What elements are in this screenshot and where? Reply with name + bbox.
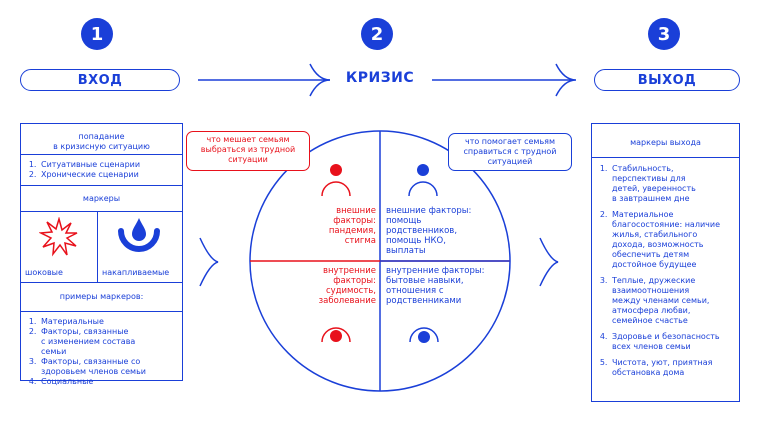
accum-label: накапливаемые [102, 268, 170, 277]
scenario-list: Ситуативные сценарии Хронические сценари… [25, 160, 178, 180]
help-callout: что помогает семьям справиться с трудной… [448, 133, 572, 171]
markers-title: маркеры [82, 194, 121, 203]
list-item: Факторы, связанные со здоровьем членов с… [39, 357, 178, 377]
divider [21, 211, 182, 212]
list-item: Социальные [39, 377, 178, 387]
quadrant-internal-positive: внутренние факторы: бытовые навыки, отно… [386, 266, 485, 306]
list-item: Материальные [39, 317, 178, 327]
shock-label: шоковые [25, 268, 63, 277]
list-item: Здоровье и безопасность всех членов семь… [610, 332, 737, 352]
list-item: Чистота, уют, приятная обстановка дома [610, 358, 737, 378]
blue-person-body [409, 327, 439, 343]
exit-panel: маркеры выхода Стабильность, перспективы… [591, 123, 740, 402]
quadrant-internal-negative: внутренние факторы: судимость, заболеван… [318, 266, 376, 306]
divider [21, 311, 182, 312]
drop-bowl-icon [118, 218, 160, 252]
list-item: Теплые, дружеские взаимоотношения между … [610, 276, 737, 326]
list-item: Факторы, связанные с изменением состава … [39, 327, 178, 357]
shock-cell: шоковые [21, 211, 98, 282]
burst-icon [39, 217, 78, 257]
red-person-body [321, 181, 351, 197]
exit-pill: ВЫХОД [594, 69, 740, 91]
red-person-head [330, 164, 342, 176]
quadrant-external-negative: внешние факторы: пандемия, стигма [328, 206, 376, 246]
divider [21, 282, 182, 283]
divider [592, 157, 739, 158]
exit-markers-list: Стабильность, перспективы для детей, уве… [596, 164, 737, 378]
crisis-label: КРИЗИС [345, 70, 415, 86]
examples-list: Материальные Факторы, связанные с измене… [25, 317, 178, 387]
examples-title: примеры маркеров: [59, 292, 144, 301]
list-item: Хронические сценарии [39, 170, 178, 180]
divider [21, 185, 182, 186]
accum-cell: накапливаемые [98, 211, 182, 282]
entry-title: попадание в кризисную ситуацию [53, 132, 150, 151]
red-person-head [330, 330, 342, 342]
list-item: Материальное благосостояние: наличие жил… [610, 210, 737, 270]
entry-panel: попадание в кризисную ситуацию Ситуативн… [20, 123, 183, 386]
step-2-badge: 2 [361, 18, 393, 50]
hinder-callout: что мешает семьям выбраться из трудной с… [186, 131, 310, 171]
step-3-badge: 3 [648, 18, 680, 50]
step-1-badge: 1 [81, 18, 113, 50]
list-item: Ситуативные сценарии [39, 160, 178, 170]
divider [21, 154, 182, 155]
red-person-body [321, 327, 351, 343]
blue-person-body [408, 181, 438, 197]
quadrant-external-positive: внешние факторы: помощь родственников, п… [386, 206, 472, 256]
exit-markers-title: маркеры выхода [630, 138, 701, 147]
blue-person-head [417, 164, 429, 176]
entry-pill: ВХОД [20, 69, 180, 91]
list-item: Стабильность, перспективы для детей, уве… [610, 164, 737, 204]
blue-person-head [418, 331, 430, 343]
